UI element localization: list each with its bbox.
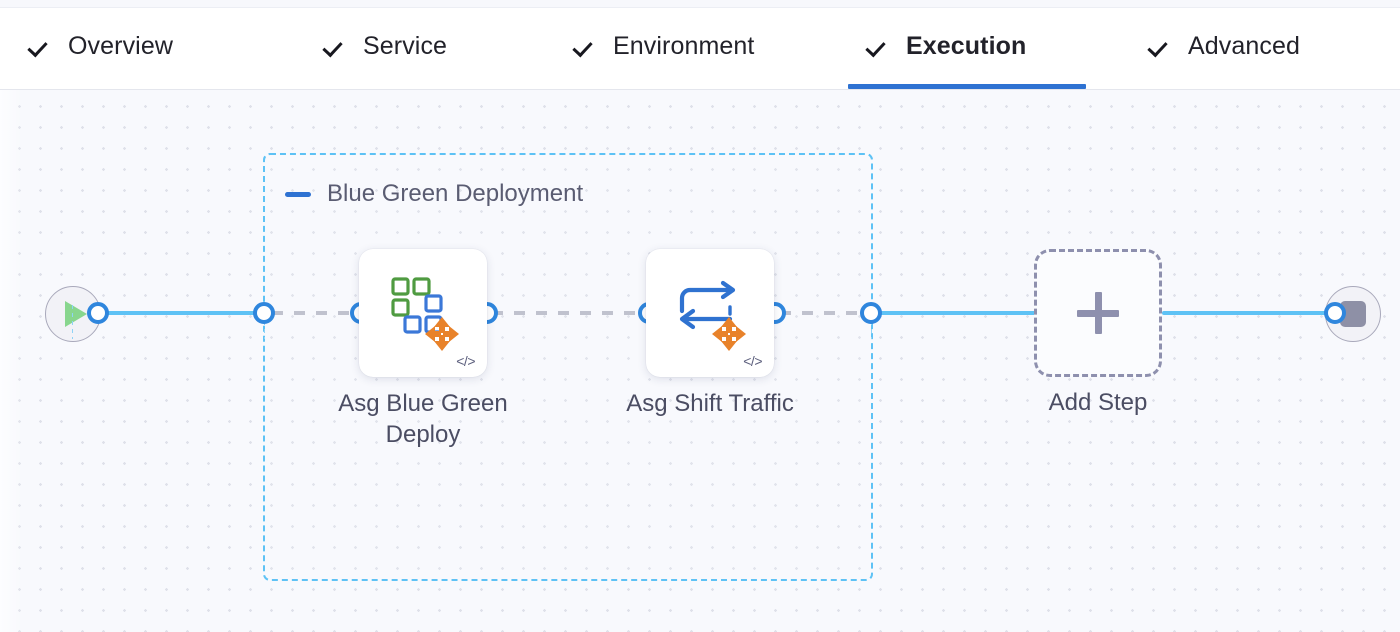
edge-step1-to-step2	[492, 311, 650, 315]
step-label: Asg Blue Green Deploy	[338, 390, 508, 448]
start-node-output-port[interactable]	[87, 302, 109, 324]
code-badge-icon: </>	[743, 353, 762, 369]
step-label: Asg Shift Traffic	[626, 390, 794, 417]
step-node-asg-blue-green-deploy[interactable]: </> Asg Blue Green Deploy	[338, 249, 508, 448]
group-header: Blue Green Deployment	[285, 180, 583, 208]
group-blue-green-deployment[interactable]	[263, 153, 873, 581]
add-step-node[interactable]: Add Step	[1034, 249, 1162, 416]
port-guide-mark	[72, 305, 73, 339]
tab-bar-top-strip	[0, 0, 1400, 8]
tab-label: Overview	[68, 32, 173, 60]
add-step-button[interactable]	[1034, 249, 1162, 377]
step-card[interactable]: </>	[646, 249, 774, 377]
group-output-port[interactable]	[860, 302, 882, 324]
tab-execution[interactable]: Execution	[848, 8, 1086, 89]
edge-step2-to-group-exit	[780, 311, 872, 315]
add-step-label: Add Step	[1048, 389, 1148, 416]
tab-label: Service	[363, 32, 448, 60]
tab-label: Environment	[613, 32, 755, 60]
tab-service[interactable]: Service	[325, 8, 447, 89]
check-icon	[868, 34, 892, 58]
pipeline-canvas[interactable]: Blue Green Deployment	[0, 90, 1400, 632]
edge-group-to-addstep	[876, 311, 1038, 315]
check-icon	[1150, 34, 1174, 58]
check-icon	[575, 34, 599, 58]
asg-blue-green-deploy-icon	[381, 271, 465, 355]
group-input-port[interactable]	[253, 302, 275, 324]
end-node-input-port[interactable]	[1324, 302, 1346, 324]
code-badge-icon: </>	[456, 353, 475, 369]
asg-shift-traffic-icon	[668, 271, 752, 355]
group-title: Blue Green Deployment	[327, 180, 584, 207]
edge-addstep-to-end	[1162, 311, 1334, 315]
edge-group-to-step1	[272, 311, 364, 315]
plus-icon	[1077, 292, 1119, 334]
tab-advanced[interactable]: Advanced	[1150, 8, 1300, 89]
canvas-left-fade	[0, 90, 22, 632]
step-card[interactable]: </>	[359, 249, 487, 377]
play-icon	[65, 301, 87, 327]
tab-label: Advanced	[1188, 32, 1300, 60]
tab-overview[interactable]: Overview	[30, 8, 173, 89]
active-tab-underline	[848, 84, 1086, 89]
check-icon	[30, 34, 54, 58]
minus-icon[interactable]	[285, 191, 311, 197]
tab-environment[interactable]: Environment	[575, 8, 754, 89]
edge-start-to-group	[100, 311, 266, 315]
step-node-asg-shift-traffic[interactable]: </> Asg Shift Traffic	[626, 249, 794, 417]
tab-label: Execution	[906, 32, 1027, 60]
check-icon	[325, 34, 349, 58]
wizard-tab-bar: Overview Service Environment Execution Advan…	[0, 0, 1400, 90]
